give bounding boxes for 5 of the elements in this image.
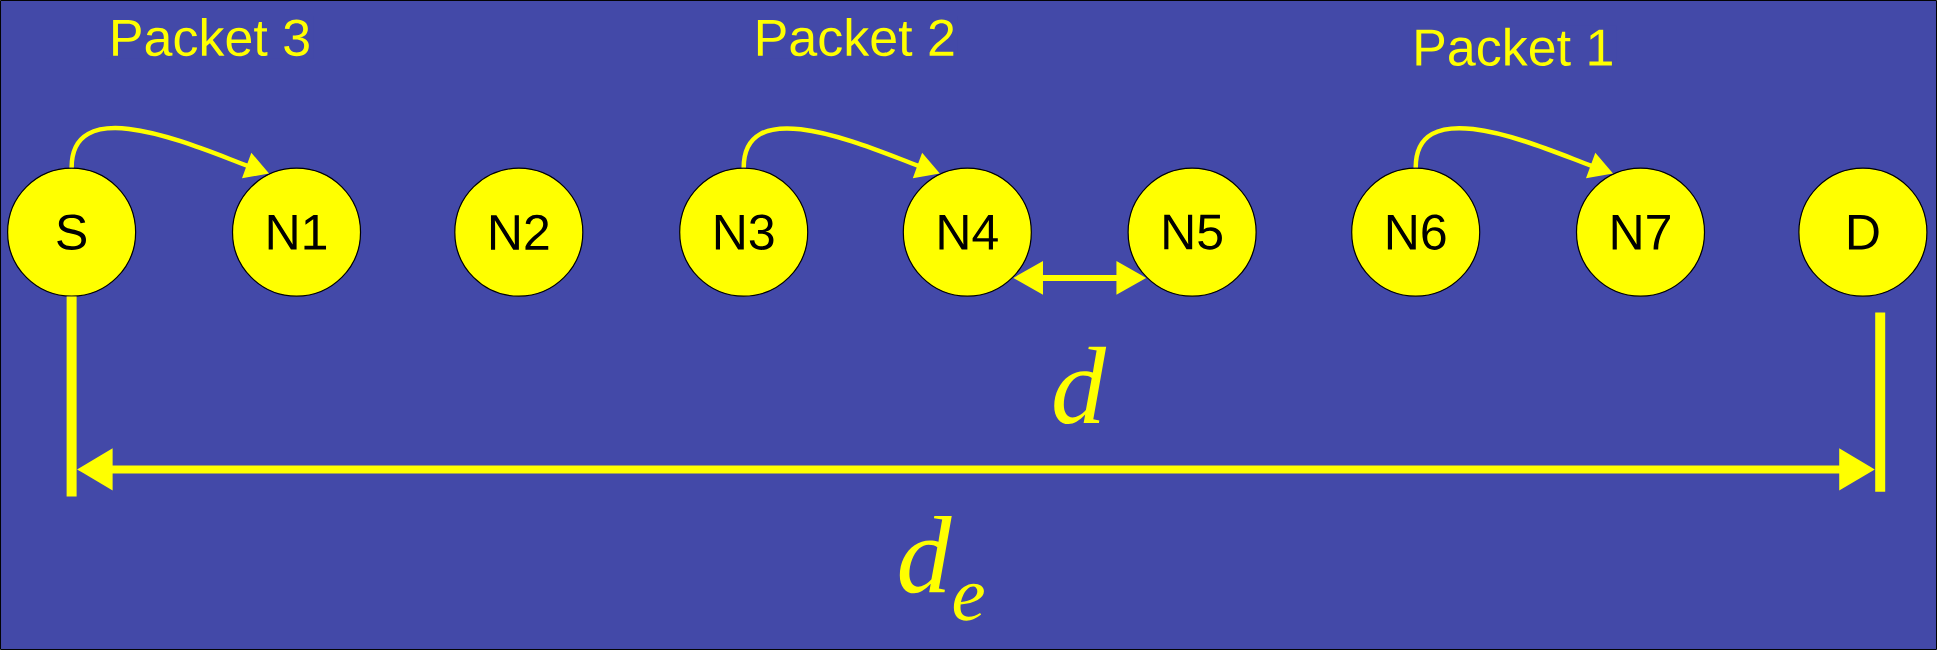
edge-label: Packet 1 — [1416, 27, 1612, 66]
edge-label: Packet 2 — [757, 18, 954, 57]
dimension-label: d$_{e}$ — [899, 515, 984, 621]
dimension-label: d — [1054, 346, 1107, 425]
edge-label: Packet 3 — [113, 18, 309, 57]
